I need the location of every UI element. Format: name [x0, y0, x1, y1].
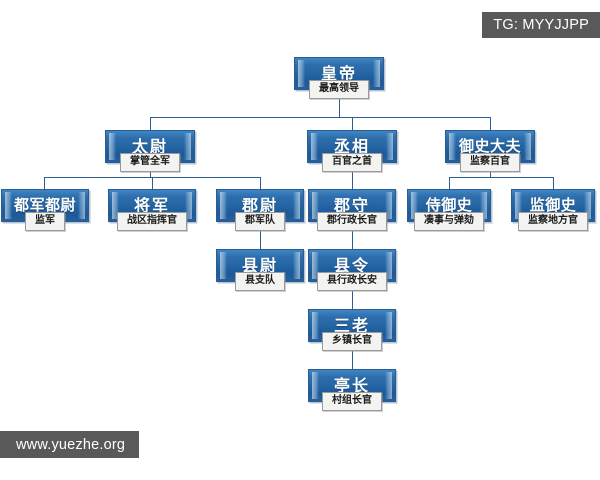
connector-yushidafu-bus	[449, 177, 553, 178]
node-jianyushi-title: 监御史	[529, 196, 577, 214]
connector-drop-chengxiang	[352, 117, 353, 130]
connector-drop-taiwei	[150, 117, 151, 130]
node-yushidafu-caption: 监察百官	[460, 153, 520, 172]
connector-drop-jiangjun	[152, 177, 153, 189]
connector-drop-yushidafu	[490, 117, 491, 130]
connector-chengxiang-junshou	[352, 163, 353, 189]
node-xianling[interactable]: 县令 县行政长安	[308, 249, 396, 291]
node-jiangjun-caption: 战区指挥官	[117, 212, 187, 231]
connector-junshou-xianling	[352, 223, 353, 249]
connector-sanlao-tingzhang	[352, 343, 353, 369]
node-sanlao-caption: 乡镇长官	[322, 332, 382, 351]
node-shiyushi-title: 侍御史	[425, 196, 473, 214]
node-junshou-title: 郡守	[333, 195, 370, 215]
node-xianwei-caption: 县支队	[235, 272, 285, 291]
node-dujundu-title: 都军都尉	[13, 196, 76, 214]
node-dujundu[interactable]: 都军都尉 监军	[1, 189, 89, 231]
node-tingzhang-title: 亭长	[333, 375, 370, 395]
node-sanlao[interactable]: 三老 乡镇长官	[308, 309, 396, 351]
node-jianyushi[interactable]: 监御史 监察地方官	[511, 189, 595, 231]
node-junshou-caption: 郡行政长官	[317, 212, 387, 231]
node-jiangjun[interactable]: 将军 战区指挥官	[108, 189, 196, 231]
node-junshou[interactable]: 郡守 郡行政长官	[308, 189, 396, 231]
connector-drop-jianyushi	[553, 177, 554, 189]
node-junwei[interactable]: 郡尉 郡军队	[216, 189, 304, 231]
node-emperor-title: 皇帝	[320, 63, 357, 83]
connector-level2-bus	[150, 117, 490, 118]
node-chengxiang-caption: 百官之首	[322, 153, 382, 172]
connector-xianling-sanlao	[352, 283, 353, 309]
node-xianwei-title: 县尉	[241, 255, 278, 275]
node-chengxiang[interactable]: 丞相 百官之首	[307, 130, 397, 172]
node-taiwei-title: 太尉	[131, 136, 168, 156]
node-tingzhang[interactable]: 亭长 村组长官	[308, 369, 396, 411]
node-emperor[interactable]: 皇帝 最高领导	[294, 57, 384, 99]
node-jianyushi-caption: 监察地方官	[518, 212, 588, 231]
node-dujundu-caption: 监军	[25, 212, 65, 231]
node-taiwei[interactable]: 太尉 掌管全军	[105, 130, 195, 172]
node-yushidafu[interactable]: 御史大夫 监察百官	[445, 130, 535, 172]
node-tingzhang-caption: 村组长官	[322, 392, 382, 411]
node-chengxiang-title: 丞相	[333, 136, 370, 156]
watermark-bottom-left: www.yuezhe.org	[0, 431, 140, 458]
connector-drop-shiyushi	[449, 177, 450, 189]
node-xianling-title: 县令	[333, 255, 370, 275]
watermark-top-right: TG: MYYJJPP	[482, 12, 600, 38]
connector-drop-junwei	[260, 177, 261, 189]
node-yushidafu-title: 御史大夫	[458, 137, 521, 155]
connector-drop-dujundu	[44, 177, 45, 189]
node-jiangjun-title: 将军	[133, 195, 170, 215]
node-xianling-caption: 县行政长安	[317, 272, 387, 291]
node-junwei-title: 郡尉	[241, 195, 278, 215]
node-emperor-caption: 最高领导	[309, 80, 369, 99]
node-junwei-caption: 郡军队	[235, 212, 285, 231]
node-shiyushi-caption: 凑事与弹劾	[414, 212, 484, 231]
node-taiwei-caption: 掌管全军	[120, 153, 180, 172]
connector-junwei-xianwei	[260, 223, 261, 249]
connector-emperor-stem	[339, 99, 340, 117]
node-sanlao-title: 三老	[333, 315, 370, 335]
node-shiyushi[interactable]: 侍御史 凑事与弹劾	[407, 189, 491, 231]
node-xianwei[interactable]: 县尉 县支队	[216, 249, 304, 291]
